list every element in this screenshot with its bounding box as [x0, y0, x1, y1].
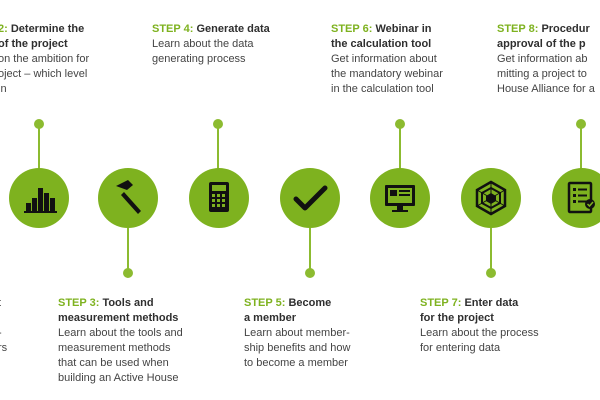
monitor-icon: [385, 185, 415, 212]
step-desc-line: Learn about the data: [152, 38, 254, 50]
connector-line: [38, 124, 40, 170]
step-title-line2: measurement methods: [58, 312, 179, 324]
step-desc-line: Get information about: [331, 53, 437, 65]
step-number: STEP 7:: [420, 297, 462, 309]
step-title: Enter data: [464, 297, 519, 309]
step-4-circle[interactable]: [189, 168, 249, 228]
connector-line: [580, 124, 582, 170]
calculator-icon: [209, 182, 229, 212]
connector-line: [217, 124, 219, 170]
hammer-icon: [116, 180, 141, 214]
step-desc-line: the mandatory webinar: [331, 68, 443, 80]
step-5-text: STEP 5: Become a member Learn about memb…: [244, 296, 394, 371]
step-6-text: STEP 6: Webinar in the calculation tool …: [331, 22, 491, 97]
checklist-icon: [567, 181, 595, 214]
step-title-line2: the calculation tool: [331, 38, 432, 50]
step-4-title: STEP 4: Generate data: [152, 22, 312, 37]
step-7-title: STEP 7: Enter data: [420, 296, 590, 311]
connector-dot: [305, 268, 315, 278]
step-3-text: STEP 3: Tools and measurement methods Le…: [58, 296, 218, 386]
connector-dot: [34, 119, 44, 129]
step-title: Determine the: [10, 23, 85, 35]
step-title: Generate data: [196, 23, 270, 35]
step-title-line2: of the project: [0, 38, 68, 50]
step-number: STEP 3:: [58, 297, 100, 309]
step-8-title: STEP 8: Procedur: [497, 22, 600, 37]
step-desc-line: Learn about member-: [244, 327, 350, 339]
step-number: 2:: [0, 23, 8, 35]
step-desc-line: measurement methods: [58, 342, 171, 354]
step-title: Webinar in: [375, 23, 432, 35]
step-desc-line: ship benefits and how: [244, 342, 351, 354]
step-desc-line: on the ambition for: [0, 53, 90, 65]
step-desc-line: in the calculation tool: [331, 83, 434, 95]
connector-line: [127, 228, 129, 272]
connector-line: [490, 228, 492, 272]
step-2-text: 2: Determine the of the project on the a…: [0, 22, 128, 97]
step-1-text-fragment: t - rs: [0, 296, 18, 356]
step-2-title: 2: Determine the: [0, 22, 128, 37]
step-title: Become: [288, 297, 332, 309]
step-3-title: STEP 3: Tools and: [58, 296, 218, 311]
step-desc-line: Learn about the process: [420, 327, 539, 339]
step-desc-line: -: [0, 326, 18, 341]
step-number: STEP 6:: [331, 23, 373, 35]
step-title-line2: approval of the p: [497, 38, 586, 50]
step-7-circle[interactable]: [461, 168, 521, 228]
connector-line: [309, 228, 311, 272]
connector-dot: [576, 119, 586, 129]
step-4-text: STEP 4: Generate data Learn about the da…: [152, 22, 312, 67]
connector-dot: [123, 268, 133, 278]
radar-icon: [475, 180, 507, 216]
step-2-circle[interactable]: [9, 168, 69, 228]
step-desc-line: oject – which level: [0, 68, 88, 80]
step-title-line2: for the project: [420, 312, 494, 324]
step-desc-line: Learn about the tools and: [58, 327, 183, 339]
step-5-title: STEP 5: Become: [244, 296, 394, 311]
step-title: Tools and: [102, 297, 154, 309]
step-desc-line: Get information ab: [497, 53, 588, 65]
connector-dot: [486, 268, 496, 278]
step-desc-line: that can be used when: [58, 357, 169, 369]
connector-line: [399, 124, 401, 170]
step-3-circle[interactable]: [98, 168, 158, 228]
connector-dot: [395, 119, 405, 129]
step-desc-line: t: [0, 296, 18, 311]
step-5-circle[interactable]: [280, 168, 340, 228]
step-desc-line: rs: [0, 342, 8, 354]
step-number: STEP 8:: [497, 23, 539, 35]
step-8-text: STEP 8: Procedur approval of the p Get i…: [497, 22, 600, 97]
step-6-title: STEP 6: Webinar in: [331, 22, 491, 37]
step-desc-line: building an Active House: [58, 372, 179, 384]
step-title: Procedur: [541, 23, 590, 35]
checkmark-icon: [293, 185, 328, 211]
step-desc-line: to become a member: [244, 357, 348, 369]
step-number: STEP 5:: [244, 297, 286, 309]
step-desc-line: for entering data: [420, 342, 501, 354]
step-desc-line: mitting a project to: [497, 68, 587, 80]
connector-dot: [213, 119, 223, 129]
bar-chart-icon: [24, 188, 57, 213]
step-7-text: STEP 7: Enter data for the project Learn…: [420, 296, 590, 356]
step-number: STEP 4:: [152, 23, 194, 35]
step-title-line2: a member: [244, 312, 296, 324]
step-8-circle[interactable]: [552, 168, 600, 228]
step-desc-line: generating process: [152, 53, 246, 65]
step-desc-line: [0, 311, 18, 326]
step-desc-line: House Alliance for a: [497, 83, 595, 95]
step-desc-line: in: [0, 83, 7, 95]
step-6-circle[interactable]: [370, 168, 430, 228]
